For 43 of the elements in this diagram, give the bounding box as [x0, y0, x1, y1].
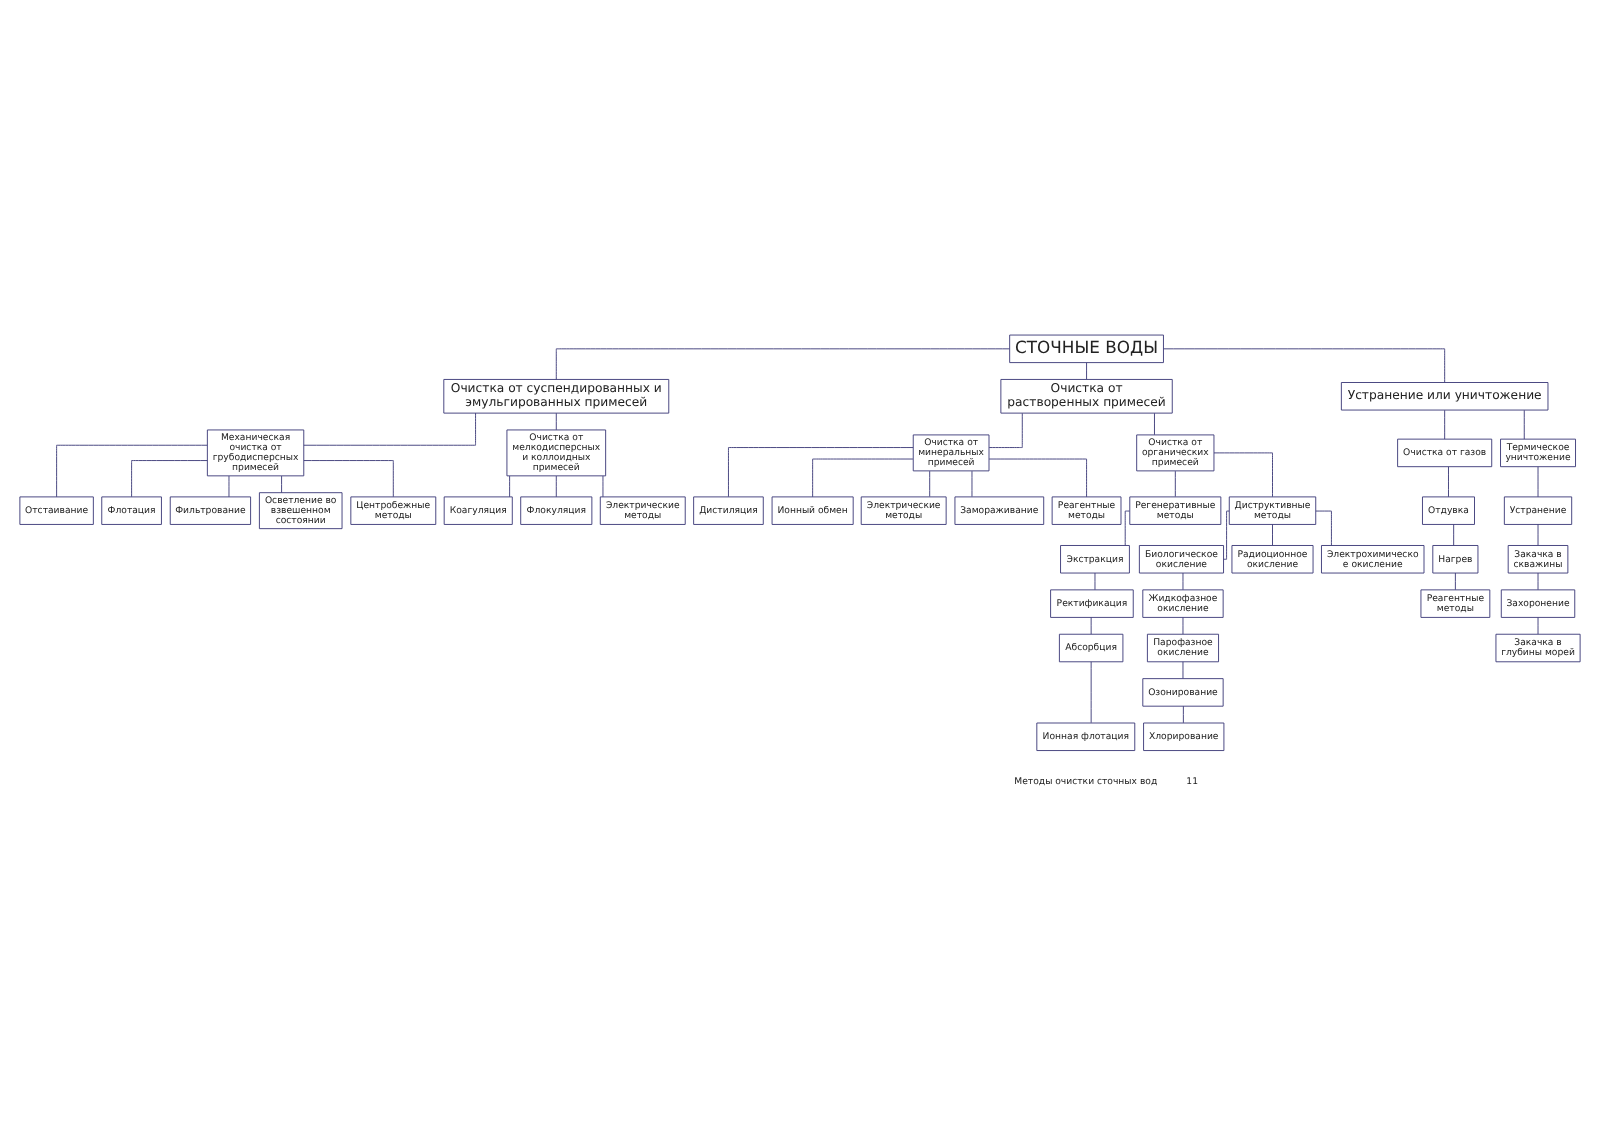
connector	[555, 475, 557, 498]
connector	[1315, 510, 1332, 546]
connector	[1444, 409, 1446, 440]
connector	[1537, 572, 1539, 591]
connector	[812, 458, 914, 498]
connector	[555, 412, 557, 431]
connector	[971, 470, 973, 497]
connector	[1154, 412, 1155, 436]
node-box: СТОЧНЫЕ ВОДЫ	[1009, 334, 1164, 364]
connector	[1124, 510, 1130, 546]
connector	[1454, 572, 1456, 591]
connector	[281, 475, 283, 494]
connector	[56, 444, 208, 498]
connector	[228, 475, 230, 498]
connector	[1182, 705, 1184, 724]
connector	[1453, 524, 1455, 546]
connector	[1537, 617, 1539, 635]
connector	[1182, 661, 1184, 679]
connector	[131, 460, 208, 498]
connector	[303, 460, 394, 498]
connector	[1223, 510, 1230, 560]
connector	[1213, 452, 1273, 498]
connector	[988, 412, 1023, 448]
connector	[303, 412, 476, 446]
connector	[1523, 409, 1525, 440]
connector	[1094, 572, 1096, 591]
connector	[1090, 617, 1092, 635]
connector	[555, 348, 1010, 380]
connector	[1174, 470, 1176, 497]
connector	[728, 447, 914, 498]
connector	[1163, 348, 1446, 383]
connector	[1086, 362, 1087, 380]
connector	[1537, 466, 1539, 498]
connector	[509, 475, 511, 498]
connector	[1090, 661, 1092, 724]
connector	[1182, 572, 1184, 591]
connector	[602, 475, 604, 498]
connector	[1537, 524, 1539, 546]
connector	[929, 470, 931, 497]
connector	[1272, 524, 1273, 546]
connector	[1448, 466, 1449, 498]
connector	[1182, 617, 1184, 635]
connector	[988, 458, 1087, 498]
